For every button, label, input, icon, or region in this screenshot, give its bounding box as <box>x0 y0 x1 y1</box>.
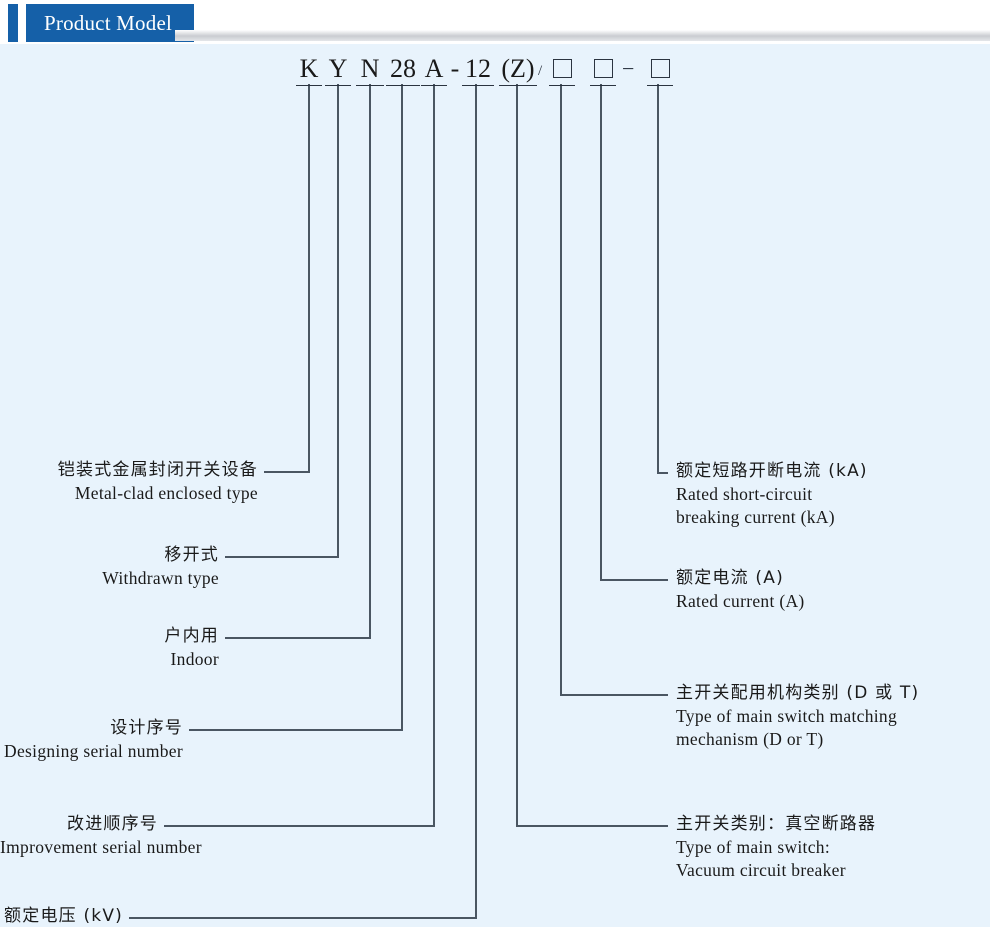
label-cn: 改进顺序号 <box>67 814 158 834</box>
code-segment-text: - <box>450 54 460 83</box>
code-segment-text: K <box>299 54 319 83</box>
leader-line-8 <box>560 84 668 696</box>
label-en2: Vacuum circuit breaker <box>676 860 846 880</box>
code-box-3 <box>647 54 673 86</box>
leader-line-5 <box>164 84 435 827</box>
label-withdrawn-type: 移开式 Withdrawn type <box>0 544 219 590</box>
code-segment-y: Y <box>325 54 351 86</box>
code-underline <box>647 85 673 86</box>
label-rated-voltage: 额定电压 (kV) <box>0 905 123 928</box>
label-en: Type of main switch: <box>676 837 830 857</box>
code-underline <box>499 85 537 86</box>
code-segment-12: 12 <box>462 54 494 86</box>
code-underline <box>296 85 322 86</box>
header-accent-bar <box>8 4 18 42</box>
code-segment-z: (Z) <box>499 54 537 86</box>
label-metal-clad-enclosed-type: 铠装式金属封闭开关设备 Metal-clad enclosed type <box>0 459 258 505</box>
leader-lines <box>129 84 668 919</box>
leader-line-9 <box>600 84 668 581</box>
label-en2: mechanism (D or T) <box>676 729 824 749</box>
label-en: Rated short-circuit <box>676 484 813 504</box>
label-main-switch-type-vacuum-breaker: 主开关类别：真空断路器 Type of main switch: Vacuum … <box>676 813 876 882</box>
code-underline <box>590 85 616 86</box>
code-segment-text: (Z) <box>501 54 535 83</box>
code-separator-slash: / <box>538 56 542 86</box>
label-cn: 主开关类别：真空断路器 <box>676 814 877 834</box>
code-underline <box>549 85 575 86</box>
leader-line-7 <box>516 84 668 827</box>
label-cn: 铠装式金属封闭开关设备 <box>57 460 258 480</box>
diagram-canvas: K Y N 28 A - 12 (Z) <box>0 44 990 927</box>
label-en: Improvement serial number <box>0 837 202 857</box>
code-segment-n: N <box>356 54 384 86</box>
code-segment-text: Y <box>328 54 348 83</box>
label-rated-current: 额定电流 (A) Rated current (A) <box>676 567 805 613</box>
label-cn: 户内用 <box>164 626 219 646</box>
code-segment-text: N <box>360 54 380 83</box>
label-cn: 主开关配用机构类别 (D 或 T) <box>676 683 920 703</box>
label-en: Type of main switch matching <box>676 706 898 726</box>
empty-square-box-icon <box>593 59 613 78</box>
page-title: Product Model <box>44 10 173 35</box>
code-box-2 <box>590 54 616 86</box>
label-cn: 额定短路开断电流 (kA) <box>676 461 868 481</box>
code-segment-a: A <box>421 54 447 86</box>
label-en: Designing serial number <box>4 741 183 761</box>
leader-line-2 <box>225 84 339 558</box>
code-separator-hyphen: - <box>446 54 464 84</box>
label-indoor: 户内用 Indoor <box>0 625 219 671</box>
label-en: Metal-clad enclosed type <box>74 483 258 503</box>
code-segment-text: 12 <box>465 54 491 83</box>
code-dash-text: − <box>622 56 635 81</box>
leader-line-3 <box>225 84 371 639</box>
label-improvement-serial-number: 改进顺序号 Improvement serial number <box>0 813 202 859</box>
label-en: Indoor <box>170 649 219 669</box>
empty-square-box-icon <box>650 59 670 78</box>
model-code-row: K Y N 28 A - 12 (Z) <box>0 48 990 86</box>
leader-line-10 <box>657 84 668 474</box>
code-segment-text: A <box>424 54 444 83</box>
code-underline <box>386 85 420 86</box>
label-cn: 移开式 <box>164 545 219 565</box>
label-designing-serial-number: 设计序号 Designing serial number <box>0 717 183 763</box>
label-cn: 额定电压 (kV) <box>4 906 123 926</box>
leader-line-6 <box>129 84 477 919</box>
leader-line-4 <box>189 84 403 731</box>
empty-square-box-icon <box>552 59 572 78</box>
page-header: Product Model <box>0 0 990 44</box>
label-rated-short-circuit-breaking-current: 额定短路开断电流 (kA) Rated short-circuit breaki… <box>676 460 868 529</box>
code-box-1 <box>549 54 575 86</box>
code-segment-text: 28 <box>390 54 416 83</box>
code-segment-k: K <box>296 54 322 86</box>
header-tab: Product Model <box>26 4 195 42</box>
label-en2: breaking current (kA) <box>676 507 835 527</box>
label-cn: 设计序号 <box>110 718 183 738</box>
label-en: Rated current (A) <box>676 591 805 611</box>
code-slash-text: / <box>538 63 543 79</box>
header-gradient-strip <box>175 30 990 41</box>
code-underline <box>325 85 351 86</box>
code-underline <box>462 85 494 86</box>
label-cn: 额定电流 (A) <box>676 568 784 588</box>
code-separator-dash: − <box>622 54 634 84</box>
code-segment-28: 28 <box>386 54 420 86</box>
code-underline <box>421 85 447 86</box>
label-en: Withdrawn type <box>102 568 219 588</box>
label-main-switch-matching-mechanism: 主开关配用机构类别 (D 或 T) Type of main switch ma… <box>676 682 919 751</box>
leader-line-1 <box>264 84 310 473</box>
code-underline <box>356 85 384 86</box>
